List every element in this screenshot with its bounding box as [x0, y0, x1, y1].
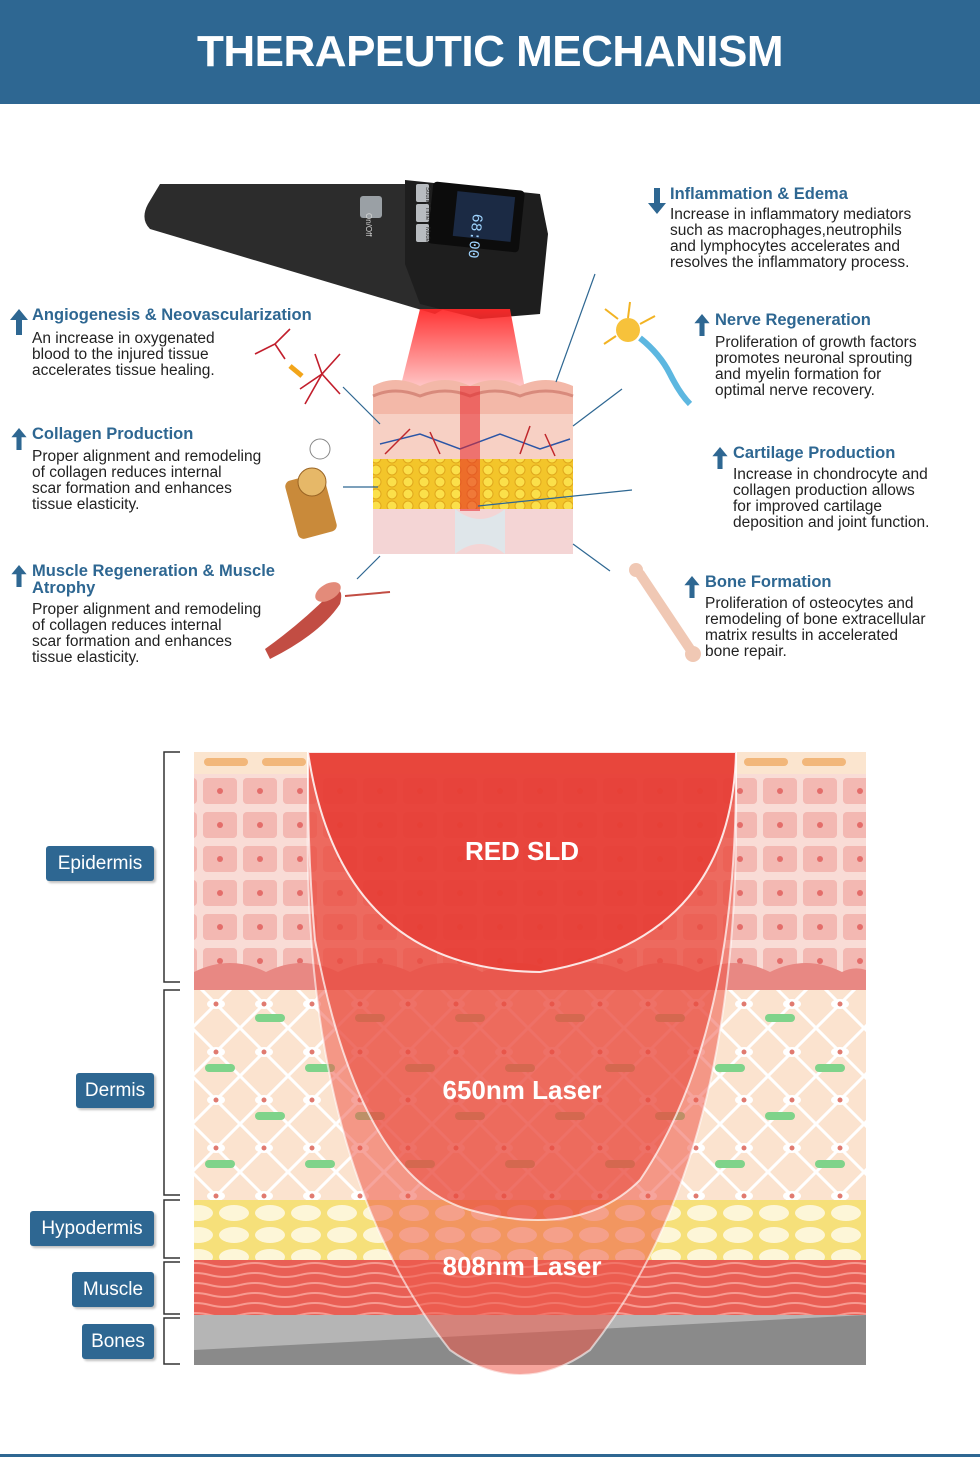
benefit-line: collagen production allows [733, 482, 915, 499]
benefit-title: Collagen Production [32, 425, 194, 443]
benefit-line: An increase in oxygenated [32, 330, 215, 347]
device-illustration: 68:00 On/Off Sound Time Mode [144, 180, 548, 319]
up-arrow-icon [712, 447, 728, 469]
skin-cross-section [372, 380, 574, 554]
benefit-title: Angiogenesis & Neovascularization [32, 306, 312, 324]
benefit-line: Proper alignment and remodeling [32, 601, 262, 618]
muscle-fiber-icon [265, 582, 391, 659]
up-arrow-icon [684, 576, 700, 598]
mechanism-illustration: 68:00 On/Off Sound Time Mode [144, 180, 701, 662]
benefit-cartilage: Cartilage Production Increase in chondro… [711, 445, 978, 531]
benefit-line: and myelin formation for [715, 366, 882, 383]
time-button-label: Time [424, 207, 430, 221]
benefit-line: matrix results in accelerated [705, 627, 898, 644]
up-arrow-icon [10, 309, 28, 335]
bottom-rule [0, 1454, 980, 1457]
neuron-icon [603, 301, 693, 407]
beam-label-808nm: 808nm Laser [442, 1251, 602, 1281]
benefit-line: and lymphocytes accelerates and [670, 238, 901, 255]
up-arrow-icon [694, 314, 710, 336]
mode-button-label: Mode [424, 227, 430, 243]
benefit-line: Increase in inflammatory mediators [670, 206, 912, 223]
benefit-line: Increase in chondrocyte and [733, 466, 928, 483]
mode-button [416, 224, 429, 242]
benefit-line: tissue elasticity. [32, 496, 140, 513]
benefit-inflammation: Inflammation & Edema Increase in inflamm… [648, 186, 978, 271]
power-button [360, 196, 382, 218]
benefit-line: resolves the inflammatory process. [670, 254, 910, 271]
page-title: THERAPEUTIC MECHANISM [197, 27, 783, 76]
up-arrow-icon [11, 428, 27, 450]
arrow-icon [288, 364, 304, 378]
benefit-line: deposition and joint function. [733, 514, 930, 531]
benefit-bone: Bone Formation Proliferation of osteocyt… [683, 574, 978, 660]
benefit-title: Nerve Regeneration [715, 311, 871, 329]
benefit-line: blood to the injured tissue [32, 346, 209, 363]
label-dermis: Dermis [76, 1073, 154, 1108]
benefit-line: tissue elasticity. [32, 649, 140, 666]
device-screen-value: 68:00 [463, 213, 485, 260]
benefit-angiogenesis: Angiogenesis & Neovascularization An inc… [10, 307, 350, 379]
benefit-muscle: Muscle Regeneration & Muscle Atrophy Pro… [10, 563, 310, 666]
time-button [416, 204, 429, 222]
benefit-line: such as macrophages,neutrophils [670, 222, 902, 239]
bone-icon [629, 563, 701, 662]
benefit-line: scar formation and enhances [32, 480, 232, 497]
collagen-fiber-icon [285, 438, 337, 539]
benefit-title: Inflammation & Edema [670, 185, 848, 203]
beam-label-red-sld: RED SLD [464, 836, 580, 866]
benefit-line: of collagen reduces internal [32, 617, 222, 634]
down-arrow-icon [648, 188, 666, 214]
benefit-line: Proliferation of osteocytes and [705, 595, 914, 612]
sound-button-label: Sound [424, 187, 430, 204]
benefit-line: promotes neuronal sprouting [715, 350, 913, 367]
benefit-line: remodeling of bone extracellular [705, 611, 926, 628]
label-muscle: Muscle [72, 1272, 154, 1307]
benefit-title-line: Muscle Regeneration & Muscle [32, 562, 275, 580]
beam-red-sld [306, 751, 738, 974]
benefit-line: bone repair. [705, 643, 787, 660]
up-arrow-icon [11, 565, 27, 587]
benefit-collagen: Collagen Production Proper alignment and… [10, 426, 300, 513]
layer-brackets [163, 751, 180, 1365]
power-button-label: On/Off [364, 213, 373, 237]
benefit-line: Proliferation of growth factors [715, 334, 917, 351]
benefit-line: for improved cartilage [733, 498, 883, 515]
light-beam [400, 309, 525, 389]
label-bones: Bones [82, 1324, 154, 1359]
benefit-line: scar formation and enhances [32, 633, 232, 650]
benefit-line: of collagen reduces internal [32, 464, 222, 481]
benefit-line: accelerates tissue healing. [32, 362, 215, 379]
blood-vessel-icon [254, 328, 341, 405]
label-hypodermis: Hypodermis [30, 1211, 154, 1246]
benefit-title: Cartilage Production [733, 444, 896, 462]
header-banner: THERAPEUTIC MECHANISM [0, 0, 980, 104]
benefit-nerve: Nerve Regeneration Proliferation of grow… [693, 312, 978, 399]
benefit-line: optimal nerve recovery. [715, 382, 875, 399]
beam-label-650nm: 650nm Laser [442, 1075, 602, 1105]
benefit-title: Bone Formation [705, 573, 832, 591]
benefit-line: Proper alignment and remodeling [32, 448, 262, 465]
label-epidermis: Epidermis [46, 846, 154, 881]
benefit-title-line: Atrophy [32, 579, 96, 597]
sound-button [416, 184, 429, 202]
penetration-diagram [163, 751, 866, 1376]
